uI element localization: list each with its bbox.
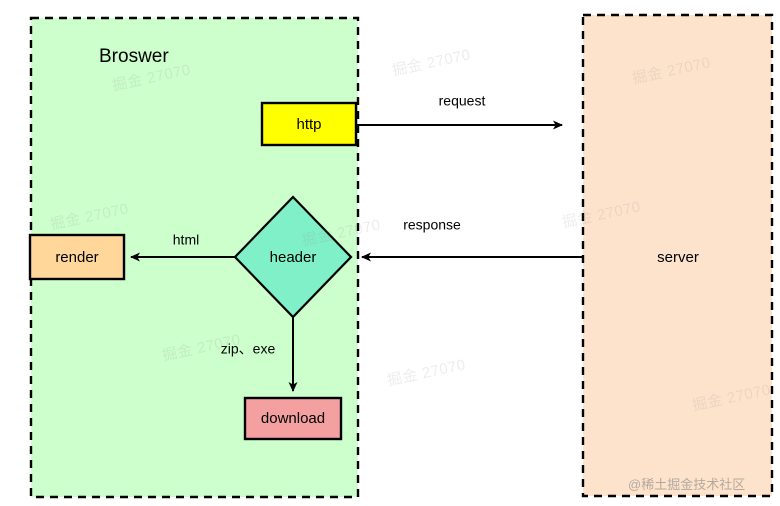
node-http[interactable] (260, 101, 358, 147)
edge-label-request: request (439, 93, 486, 109)
node-render[interactable] (28, 233, 126, 281)
container-server-label: server (657, 249, 699, 266)
edge-label-response: response (403, 217, 461, 233)
node-download-label: download (261, 410, 325, 427)
node-download[interactable] (243, 396, 343, 441)
container-browser-label: Broswer (99, 46, 169, 67)
node-header-label: header (270, 249, 317, 266)
node-header[interactable] (233, 195, 353, 319)
edge-label-zipexe: zip、exe (221, 341, 276, 357)
node-http-label: http (296, 116, 321, 133)
edge-label-html: html (173, 232, 199, 248)
node-render-label: render (55, 249, 98, 266)
container-server (581, 13, 774, 498)
